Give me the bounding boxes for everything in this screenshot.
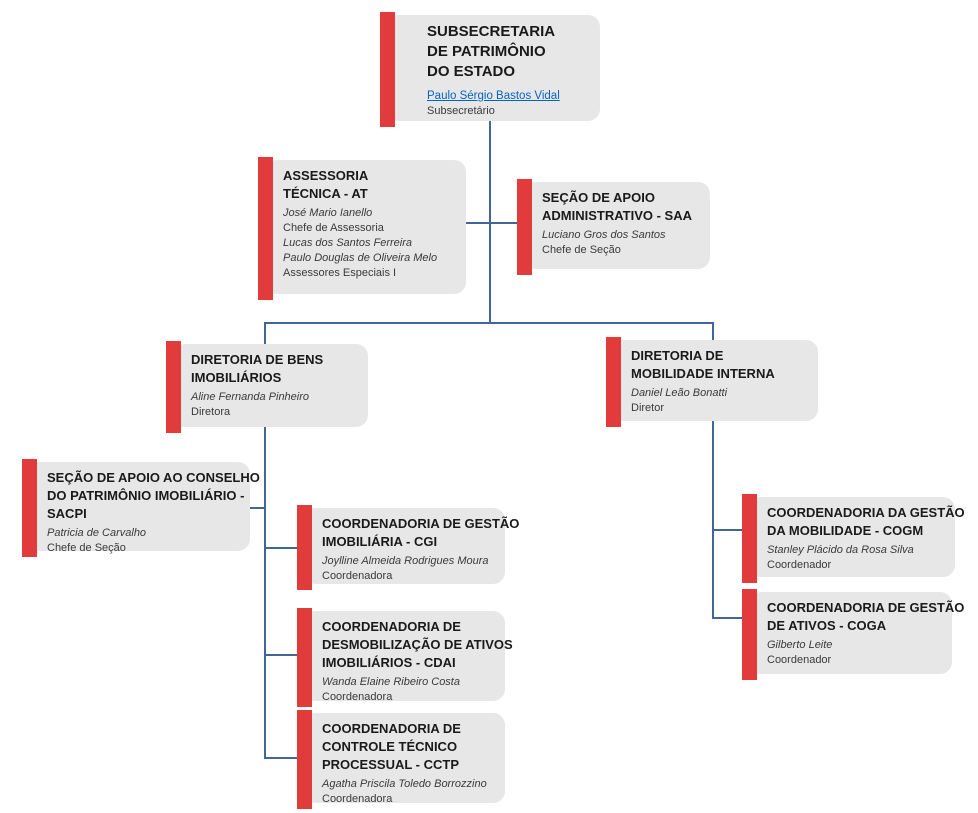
- person-name: Agatha Priscila Toledo Borrozzino: [322, 778, 487, 790]
- accent-bar: [297, 608, 312, 707]
- node-box: DIRETORIA DE BENS IMOBILIÁRIOS Aline Fer…: [173, 344, 368, 427]
- node-title: COORDENADORIA DE GESTÃO DE ATIVOS - COGA: [767, 600, 965, 633]
- person-role: Chefe de Seção: [542, 244, 621, 256]
- person-role: Assessores Especiais I: [283, 267, 397, 279]
- node-box: SEÇÃO DE APOIO AO CONSELHO DO PATRIMÔNIO…: [29, 462, 260, 554]
- node-title: COORDENADORIA DA GESTÃO DA MOBILIDADE - …: [767, 505, 965, 538]
- node-box: SEÇÃO DE APOIO ADMINISTRATIVO - SAA Luci…: [524, 182, 710, 269]
- person-role: Chefe de Assessoria: [283, 222, 384, 234]
- accent-bar: [166, 341, 181, 433]
- person-name: José Mario Ianello: [283, 207, 373, 219]
- node-box: DIRETORIA DE MOBILIDADE INTERNA Daniel L…: [613, 340, 818, 421]
- accent-bar: [22, 459, 37, 557]
- connector-at-saa-horizontal: [466, 222, 518, 224]
- person-role: Coordenador: [767, 559, 832, 571]
- person-role: Chefe de Seção: [47, 542, 126, 554]
- accent-bar: [297, 710, 312, 809]
- connector-cdai-branch: [264, 654, 298, 656]
- person-name: Aline Fernanda Pinheiro: [191, 391, 310, 403]
- connector-drop-right: [712, 322, 714, 342]
- connector-cgi-branch: [264, 547, 298, 549]
- person-role: Coordenador: [767, 654, 832, 666]
- org-node-cctp: COORDENADORIA DE CONTROLE TÉCNICO PROCES…: [297, 710, 505, 809]
- accent-bar: [742, 494, 757, 583]
- connector-drop-left: [264, 322, 266, 346]
- person-name: Daniel Leão Bonatti: [631, 387, 728, 399]
- accent-bar: [258, 157, 273, 300]
- node-title: COORDENADORIA DE DESMOBILIZAÇÃO DE ATIVO…: [322, 619, 513, 670]
- node-title: DIRETORIA DE BENS IMOBILIÁRIOS: [191, 352, 324, 385]
- person-name: Luciano Gros dos Santos: [542, 229, 666, 241]
- node-box: COORDENADORIA DE CONTROLE TÉCNICO PROCES…: [304, 713, 505, 805]
- person-role: Subsecretário: [427, 105, 495, 117]
- connector-sacpi-branch: [248, 507, 266, 509]
- accent-bar: [517, 179, 532, 275]
- org-node-diretoria-bens-imobiliarios: DIRETORIA DE BENS IMOBILIÁRIOS Aline Fer…: [166, 341, 368, 433]
- person-link[interactable]: Paulo Sérgio Bastos Vidal: [427, 90, 560, 102]
- node-title: SEÇÃO DE APOIO ADMINISTRATIVO - SAA: [542, 190, 692, 223]
- person-role: Coordenadora: [322, 691, 393, 703]
- connector-main-horizontal: [264, 322, 714, 324]
- connector-dbi-vertical: [264, 427, 266, 759]
- org-node-secao-apoio-administrativo: SEÇÃO DE APOIO ADMINISTRATIVO - SAA Luci…: [517, 179, 710, 275]
- node-box: COORDENADORIA DE DESMOBILIZAÇÃO DE ATIVO…: [304, 611, 513, 703]
- connector-dmi-vertical: [712, 421, 714, 619]
- node-box: COORDENADORIA DE GESTÃO DE ATIVOS - COGA…: [749, 592, 965, 674]
- org-node-diretoria-mobilidade-interna: DIRETORIA DE MOBILIDADE INTERNA Daniel L…: [606, 337, 818, 427]
- node-box: ASSESSORIA TÉCNICA - AT José Mario Ianel…: [265, 160, 466, 294]
- person-name: Wanda Elaine Ribeiro Costa: [322, 676, 460, 688]
- accent-bar: [742, 589, 757, 680]
- node-title: SEÇÃO DE APOIO AO CONSELHO DO PATRIMÔNIO…: [47, 470, 260, 521]
- person-name: Stanley Plácido da Rosa Silva: [767, 544, 914, 556]
- connector-coga-branch: [712, 617, 743, 619]
- accent-bar: [380, 12, 395, 127]
- accent-bar: [297, 505, 312, 590]
- org-node-cgi: COORDENADORIA DE GESTÃO IMOBILIÁRIA - CG…: [297, 505, 520, 590]
- person-name: Paulo Douglas de Oliveira Melo: [283, 252, 438, 264]
- node-title: SUBSECRETARIA DE PATRIMÔNIO DO ESTADO: [427, 23, 556, 80]
- node-title: DIRETORIA DE MOBILIDADE INTERNA: [631, 348, 775, 381]
- node-title: COORDENADORIA DE CONTROLE TÉCNICO PROCES…: [322, 721, 461, 772]
- org-node-cdai: COORDENADORIA DE DESMOBILIZAÇÃO DE ATIVO…: [297, 608, 513, 707]
- node-box: SUBSECRETARIA DE PATRIMÔNIO DO ESTADO Pa…: [387, 15, 600, 121]
- org-node-cogm: COORDENADORIA DA GESTÃO DA MOBILIDADE - …: [742, 494, 965, 583]
- person-role: Diretora: [191, 406, 231, 418]
- accent-bar: [606, 337, 621, 427]
- node-title: COORDENADORIA DE GESTÃO IMOBILIÁRIA - CG…: [322, 516, 520, 549]
- person-role: Coordenadora: [322, 570, 393, 582]
- person-name: Lucas dos Santos Ferreira: [283, 237, 413, 249]
- org-node-coga: COORDENADORIA DE GESTÃO DE ATIVOS - COGA…: [742, 589, 965, 680]
- node-title: ASSESSORIA TÉCNICA - AT: [283, 168, 369, 201]
- node-box: COORDENADORIA DE GESTÃO IMOBILIÁRIA - CG…: [304, 508, 520, 584]
- person-name: Joylline Almeida Rodrigues Moura: [322, 555, 489, 567]
- node-box: COORDENADORIA DA GESTÃO DA MOBILIDADE - …: [749, 497, 965, 577]
- connector-cogm-branch: [712, 529, 743, 531]
- org-node-assessoria-tecnica: ASSESSORIA TÉCNICA - AT José Mario Ianel…: [258, 157, 466, 300]
- person-role: Diretor: [631, 402, 665, 414]
- person-name: Gilberto Leite: [767, 639, 833, 651]
- connector-cctp-branch: [264, 757, 298, 759]
- org-node-sacpi: SEÇÃO DE APOIO AO CONSELHO DO PATRIMÔNIO…: [22, 459, 260, 557]
- person-name: Patricia de Carvalho: [47, 527, 147, 539]
- org-node-subsecretaria: SUBSECRETARIA DE PATRIMÔNIO DO ESTADO Pa…: [380, 12, 600, 127]
- person-role: Coordenadora: [322, 793, 393, 805]
